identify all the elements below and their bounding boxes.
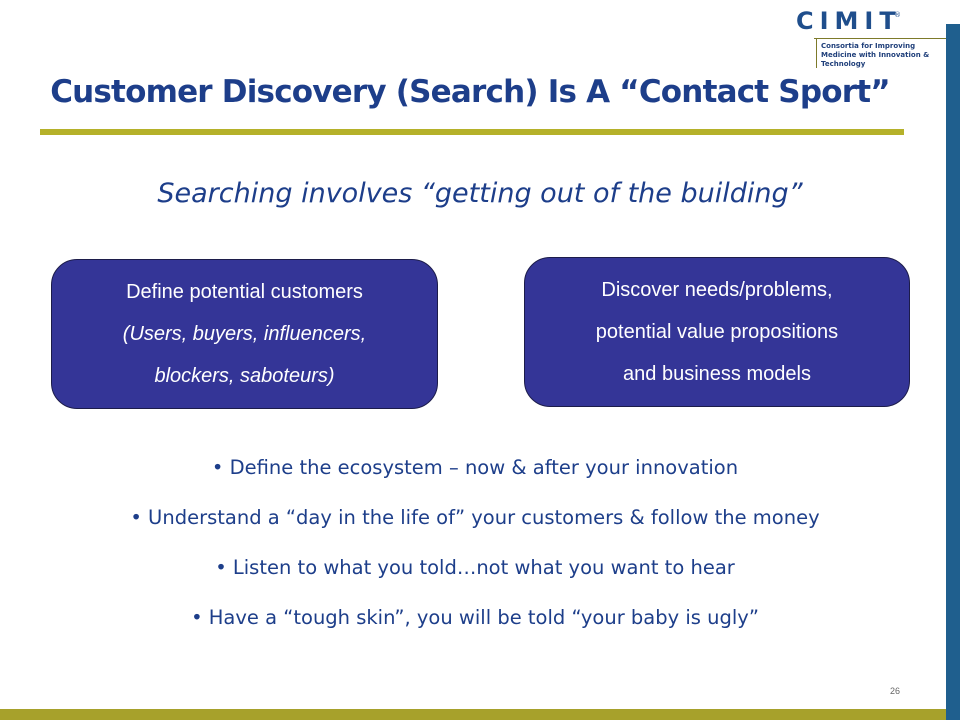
discover-needs-line-1: Discover needs/problems, — [601, 279, 833, 301]
slide-title: Customer Discovery (Search) Is A “Contac… — [50, 74, 890, 110]
bullet-item: • Listen to what you told…not what you w… — [215, 556, 735, 579]
right-accent-bar — [946, 24, 960, 720]
discover-needs-line-3: and business models — [623, 363, 811, 385]
bullet-item: • Understand a “day in the life of” your… — [130, 506, 820, 529]
bullet-item: • Define the ecosystem – now & after you… — [211, 456, 739, 479]
cimit-logo: CIMIT ® Consortia for Improving Medicine… — [790, 6, 946, 68]
logo-divider-vertical — [816, 38, 817, 68]
logo-registered-mark: ® — [894, 11, 901, 19]
define-customers-line-2: (Users, buyers, influencers, — [122, 323, 367, 345]
define-customers-line-3: blockers, saboteurs) — [154, 365, 335, 387]
logo-tagline: Consortia for Improving Medicine with In… — [821, 42, 930, 68]
define-customers-line-1: Define potential customers — [126, 281, 363, 303]
bullet-item: • Have a “tough skin”, you will be told … — [191, 606, 759, 629]
logo-wordmark: CIMIT — [796, 7, 902, 35]
discover-needs-box: Discover needs/problems, potential value… — [524, 257, 910, 407]
logo-divider-horizontal — [814, 38, 946, 39]
bottom-accent-bar — [0, 709, 946, 720]
page-number: 26 — [889, 686, 900, 696]
bullet-list: • Define the ecosystem – now & after you… — [20, 446, 930, 646]
define-customers-box: Define potential customers (Users, buyer… — [51, 259, 438, 409]
slide-subtitle: Searching involves “getting out of the b… — [157, 178, 803, 209]
title-underline-rule — [40, 129, 904, 135]
discover-needs-line-2: potential value propositions — [595, 321, 839, 343]
